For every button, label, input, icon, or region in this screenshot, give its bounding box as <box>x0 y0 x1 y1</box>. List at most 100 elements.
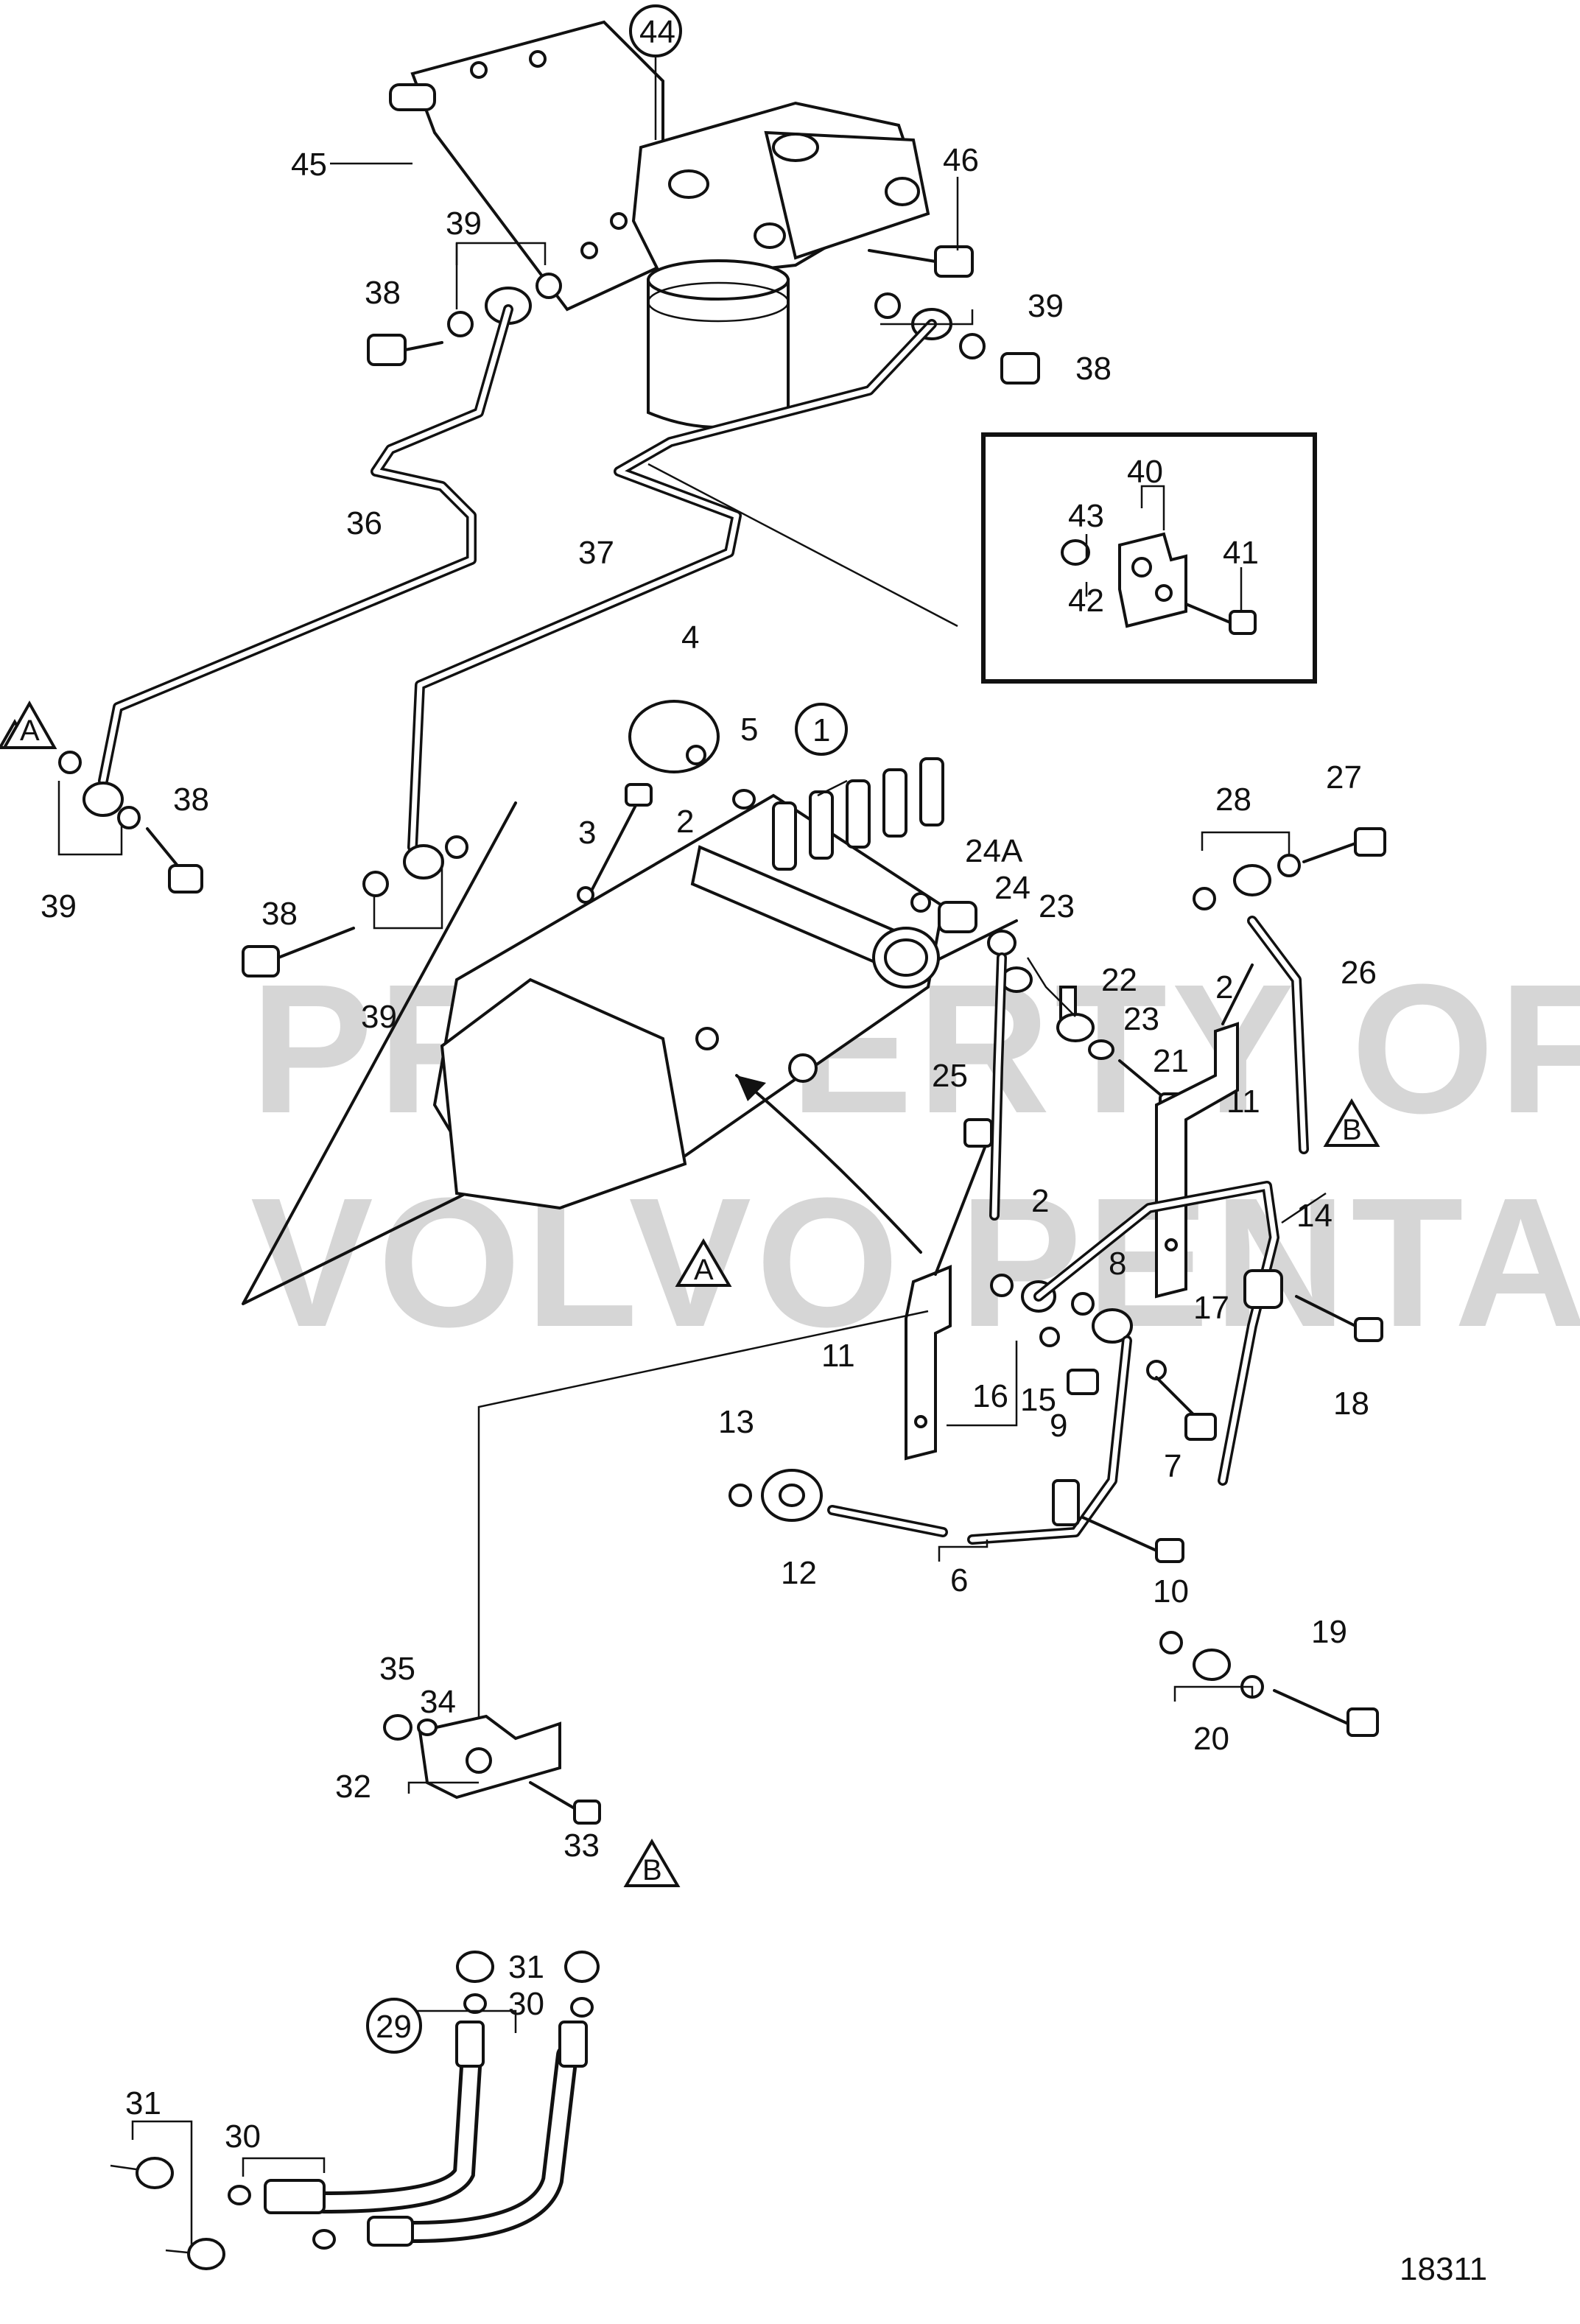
callout-39-left: 39 <box>41 888 77 924</box>
banjo-fitting-A <box>58 751 203 894</box>
callout-5: 5 <box>740 712 758 748</box>
ref-marker-B-right: B <box>1323 1098 1380 1147</box>
callout-40: 40 <box>1127 454 1163 490</box>
callout-27: 27 <box>1326 759 1362 796</box>
callout-30-lower: 30 <box>225 2118 261 2155</box>
callout-15: 15 <box>1020 1382 1056 1418</box>
ref-marker-A-left: A <box>0 700 57 749</box>
spacer-12 <box>761 1469 823 1522</box>
callout-36: 36 <box>346 505 382 541</box>
stud-2-3 <box>577 783 653 904</box>
callout-39-top-left: 39 <box>446 206 482 242</box>
callout-33: 33 <box>563 1828 600 1864</box>
callout-2-right: 2 <box>1215 969 1233 1005</box>
callout-13: 13 <box>718 1404 754 1440</box>
olive-30-upper <box>463 1993 594 2018</box>
fuel-filter-assembly <box>389 20 930 429</box>
callout-37: 37 <box>578 535 614 571</box>
ref-marker-B-lower-label: B <box>642 1854 662 1886</box>
clamp-32 <box>418 1714 561 1800</box>
callout-44: 44 <box>629 4 682 57</box>
callout-9: 9 <box>1050 1408 1067 1444</box>
callout-1: 1 <box>795 703 848 756</box>
clamp-17 <box>1243 1269 1383 1342</box>
filter-canister <box>647 278 790 429</box>
ref-marker-A-center-label: A <box>694 1254 714 1286</box>
bracket-11-left <box>905 1118 993 1461</box>
callout-38-center: 38 <box>261 896 298 932</box>
callout-12: 12 <box>781 1555 817 1591</box>
nut-35 <box>383 1714 412 1741</box>
callout-45: 45 <box>291 147 327 183</box>
inset-clamp-detail <box>981 432 1317 684</box>
fitting-24-24A <box>910 892 1017 956</box>
callout-leaders <box>57 57 1291 2247</box>
guide-lines <box>477 463 1327 1724</box>
pipe-26 <box>1247 916 1309 1154</box>
callout-labels: 45 46 39 38 39 38 36 37 38 39 38 39 4 5 … <box>41 142 1377 2155</box>
callout-38-top-left: 38 <box>365 275 401 311</box>
callout-26: 26 <box>1341 955 1377 991</box>
callout-11-right: 11 <box>1226 1084 1260 1120</box>
callout-20: 20 <box>1193 1721 1229 1757</box>
callout-42: 42 <box>1068 583 1104 619</box>
callout-14: 14 <box>1296 1198 1333 1234</box>
bracket-stud <box>389 83 436 111</box>
callout-43: 43 <box>1068 498 1104 534</box>
pipe-6 <box>827 1335 1132 1545</box>
cover-4 <box>628 700 720 773</box>
callout-23-bottom: 23 <box>1123 1001 1159 1037</box>
callout-46: 46 <box>943 142 979 178</box>
washer-34 <box>417 1719 438 1736</box>
callout-18: 18 <box>1333 1386 1369 1422</box>
callout-21: 21 <box>1153 1043 1189 1079</box>
callout-6: 6 <box>950 1562 968 1598</box>
callout-29-label: 29 <box>376 2009 412 2045</box>
callout-41: 41 <box>1223 535 1259 571</box>
bracket-11-right <box>1155 963 1254 1299</box>
callout-29: 29 <box>366 1998 422 2054</box>
callout-31-lower: 31 <box>125 2085 161 2121</box>
callout-39-center: 39 <box>361 999 397 1035</box>
callout-24A: 24A <box>965 833 1023 869</box>
banjo-27-28 <box>1193 827 1386 910</box>
callout-38-top-right: 38 <box>1075 351 1112 387</box>
fuel-pipe-37 <box>407 319 937 852</box>
banjo-19-20 <box>1159 1631 1379 1737</box>
callout-8: 8 <box>1109 1246 1126 1282</box>
callout-35: 35 <box>379 1651 415 1687</box>
callout-31-upper: 31 <box>508 1949 544 1985</box>
banjo-fittings-right <box>874 292 1040 385</box>
callout-3: 3 <box>578 815 596 851</box>
hose-nut-31-upper <box>456 1951 600 1983</box>
injector-outlets <box>772 757 944 871</box>
callout-22: 22 <box>1101 962 1137 998</box>
callout-16: 16 <box>972 1378 1008 1414</box>
callout-1-label: 1 <box>812 712 830 748</box>
screw-33 <box>529 1781 601 1825</box>
lower-nuts-30-31 <box>110 2157 336 2270</box>
callout-34: 34 <box>420 1684 456 1720</box>
callout-30-upper: 30 <box>508 1986 544 2022</box>
callout-23-top: 23 <box>1039 888 1075 924</box>
nut-13 <box>728 1484 752 1507</box>
bolt-38-head <box>367 334 407 366</box>
callout-10: 10 <box>1153 1573 1189 1609</box>
callout-28: 28 <box>1215 782 1251 818</box>
washer-5 <box>732 789 756 810</box>
ref-marker-B-right-label: B <box>1342 1114 1362 1146</box>
fuel-pipe-36 <box>98 304 513 786</box>
callout-2-center: 2 <box>1031 1183 1049 1219</box>
callout-2-top: 2 <box>676 804 694 840</box>
injection-pump <box>432 793 945 1210</box>
clamp-9 <box>1052 1479 1184 1563</box>
fitting-22-23 <box>1000 966 1114 1060</box>
callout-4: 4 <box>681 619 699 656</box>
callout-44-label: 44 <box>639 14 675 50</box>
callout-7: 7 <box>1164 1448 1182 1484</box>
ref-marker-A-left-label: A <box>20 715 40 747</box>
pipe-25 <box>989 952 1007 1221</box>
callout-32: 32 <box>335 1769 371 1805</box>
callout-25: 25 <box>932 1058 968 1094</box>
